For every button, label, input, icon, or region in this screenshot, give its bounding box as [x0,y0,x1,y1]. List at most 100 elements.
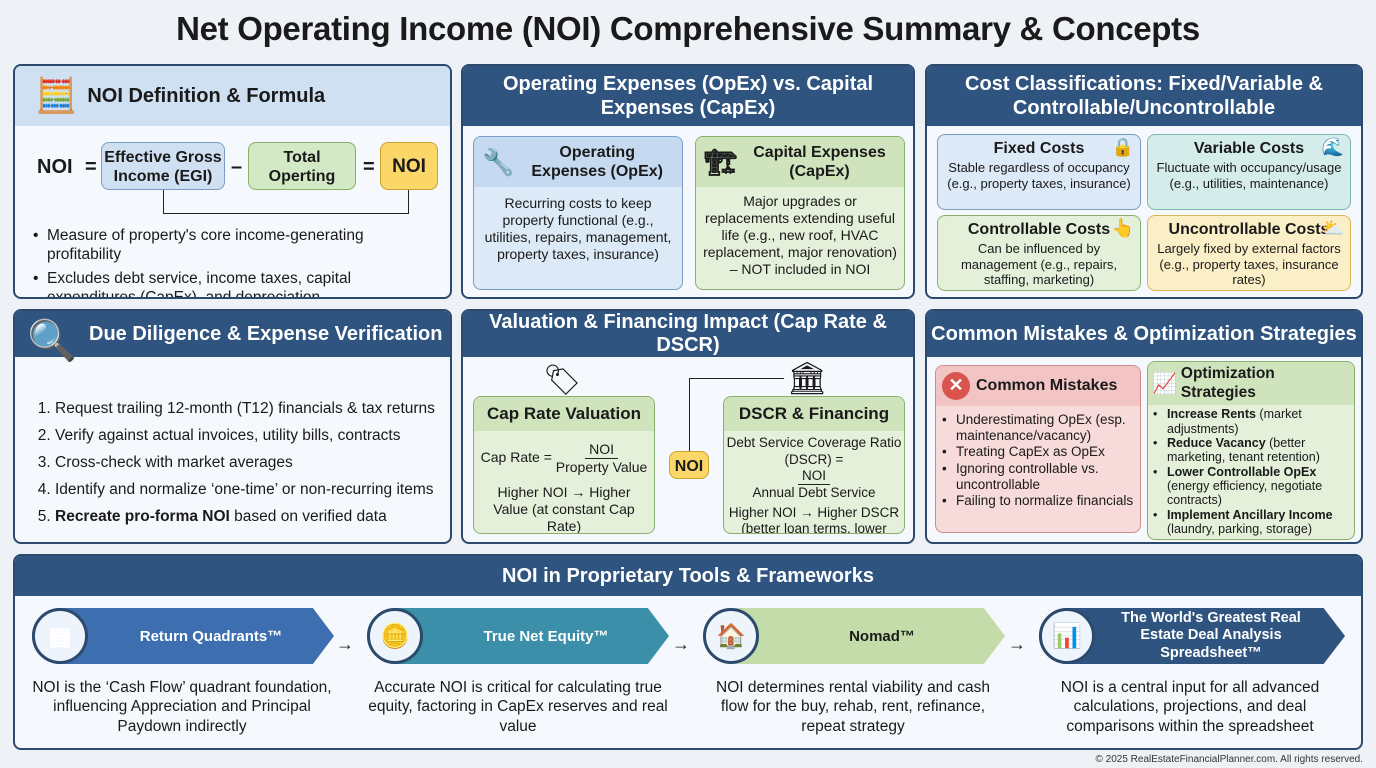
step: Verify against actual invoices, utility … [55,422,442,449]
denominator: Property Value [555,459,648,476]
strategy-text: (laundry, parking, storage) [1167,522,1312,537]
numerator: NOI [585,441,618,460]
mistake-item: Failing to normalize financials [940,493,1136,509]
bullet: Excludes debt service, income taxes, cap… [31,269,440,297]
tool-description: NOI is a central input for all advanced … [1060,679,1320,735]
bank-icon: 🏛 [787,360,828,396]
cap-note: Higher NOI → Higher Value (at constant C… [493,483,635,534]
tool-name: Return Quadrants™ [139,627,283,645]
due-diligence-panel: Due Diligence & Expense Verification 🔍 R… [13,309,452,544]
step-bold: Recreate pro-forma NOI [55,508,230,525]
x-circle-icon: ✕ [942,372,970,400]
page-title: Net Operating Income (NOI) Comprehensive… [176,10,1200,47]
strategy-text: (better marketing, tenant retention) [1167,435,1320,465]
tool-return-quadrants: ▦ Return Quadrants™ [32,608,334,664]
weather-icon: ⛅ [1321,218,1344,238]
tool-deal-analysis-spreadsheet: 📊 The World's Greatest Real Estate Deal … [1039,608,1345,664]
card-text: Largely fixed by external factors (e.g.,… [1157,241,1341,288]
wave-icon: 🌊 [1321,137,1344,157]
opex-capex-panel: Operating Expenses (OpEx) vs. Capital Ex… [461,64,915,299]
footer-copyright: © 2025 RealEstateFinancialPlanner.com. A… [1095,754,1363,765]
variable-costs-card: Variable Costs Fluctuate with occupancy/… [1147,134,1351,210]
panel-title: Common Mistakes & Optimization Strategie… [927,311,1361,357]
formula-noi: NOI [37,156,73,178]
denominator: Annual Debt Service [752,484,876,500]
document-magnifier-icon: 🔍 [27,319,77,363]
strategy-item: Implement Ancillary Income (laundry, par… [1151,508,1351,537]
strategy-bold: Implement Ancillary Income [1167,507,1333,522]
definition-bullets: Measure of property's core income-genera… [31,226,440,297]
noi-definition-panel: 🧮 NOI Definition & Formula NOI = Effecti… [13,64,452,299]
mistakes-panel: Common Mistakes & Optimization Strategie… [925,309,1363,544]
panel-title: NOI Definition & Formula [87,84,326,107]
strategy-item: Reduce Vacancy (better marketing, tenant… [1151,436,1351,465]
strategy-item: Increase Rents (market adjustments) [1151,407,1351,436]
capex-text: Major upgrades or replacements extending… [703,193,897,277]
strategy-bold: Increase Rents [1167,407,1256,422]
tool-name: The World's Greatest Real Estate Deal An… [1121,609,1301,661]
bullet: Measure of property's core income-genera… [31,226,440,265]
step: Request trailing 12-month (T12) financia… [55,395,442,422]
panel-header: 🧮 NOI Definition & Formula [15,66,450,126]
card-title: Cap Rate Valuation [474,397,654,432]
opex-box: Total Operting Expenses [248,142,356,190]
card-text: Fluctuate with occupancy/usage (e.g., ut… [1156,160,1342,191]
step: Recreate pro-forma NOI based on verified… [55,503,442,530]
strategy-item: Lower Controllable OpEx (energy efficien… [1151,465,1351,508]
dscr-card: DSCR & Financing Debt Service Coverage R… [723,396,905,534]
arrow-to-dscr [689,378,784,451]
card-title: Common Mistakes [976,377,1118,395]
tool-true-net-equity: 🪙 True Net Equity™ [367,608,669,664]
tool-description: NOI is the ‘Cash Flow’ quadrant foundati… [32,679,332,735]
cost-classifications-panel: Cost Classifications: Fixed/Variable & C… [925,64,1363,299]
capex-title: Capital Expenses (CapEx) [753,144,886,181]
fixed-costs-card: Fixed Costs Stable regardless of occupan… [937,134,1141,210]
strategy-bold: Lower Controllable OpEx [1167,464,1317,479]
opex-text: Recurring costs to keep property functio… [484,195,672,262]
panel-title: Operating Expenses (OpEx) vs. Capital Ex… [463,66,913,126]
panel-title: Valuation & Financing Impact (Cap Rate &… [463,311,913,357]
strategy-text: (energy efficiency, negotiate contracts) [1167,479,1323,508]
tool-nomad: 🏠 Nomad™ [703,608,1005,664]
arrow-icon: → [1008,634,1026,654]
noi-center-box: NOI [669,451,709,479]
diligence-steps: Request trailing 12-month (T12) financia… [29,395,442,530]
capex-card: 🏗 Capital Expenses (CapEx) Major upgrades… [695,136,905,290]
step: Cross-check with market averages [55,449,442,476]
numerator: NOI [797,468,830,485]
house-footprints-icon: 🏠 [703,608,759,664]
equals-sign: = [85,156,97,178]
card-title: Uncontrollable Costs [1168,221,1330,238]
strategy-text: (market adjustments) [1167,407,1302,436]
card-title: Fixed Costs [993,140,1085,157]
arrow-icon: → [672,634,690,654]
egi-box: Effective Gross Income (EGI) [101,142,225,190]
uncontrollable-costs-card: Uncontrollable Costs Largely fixed by ex… [1147,215,1351,291]
connector-arrow [163,190,409,214]
mistake-item: Treating CapEx as OpEx [940,444,1136,460]
step-rest: based on verified data [229,508,387,525]
wrench-screwdriver-icon: 🔧 [482,146,515,177]
lock-icon: 🔒 [1111,137,1134,157]
panel-title: NOI in Proprietary Tools & Frameworks [15,556,1361,596]
arrow-icon: → [336,634,354,654]
mistake-item: Underestimating OpEx (esp. maintenance/v… [940,412,1136,444]
dscr-note: Higher NOI → Higher DSCR (better loan te… [728,505,900,534]
step: Identify and normalize ‘one-time’ or non… [55,476,442,503]
card-title: DSCR & Financing [724,397,904,432]
spreadsheet-icon: 📊 [1039,608,1095,664]
mistake-item: Ignoring controllable vs. uncontrollable [940,461,1136,493]
building-crane-icon: 🏗 [704,146,738,177]
quadrants-icon: ▦ [32,608,88,664]
card-title: Controllable Costs [967,221,1111,238]
card-text: Stable regardless of occupancy (e.g., pr… [947,160,1131,191]
tool-name: Nomad™ [849,627,915,645]
common-mistakes-card: ✕ Common Mistakes Underestimating OpEx (e… [935,365,1141,533]
coins-shield-icon: 🪙 [367,608,423,664]
opex-title: Operating Expenses (OpEx) [531,144,663,181]
panel-title: Cost Classifications: Fixed/Variable & C… [927,66,1361,126]
valuation-panel: Valuation & Financing Impact (Cap Rate &… [461,309,915,544]
opex-card: 🔧 Operating Expenses (OpEx) Recurring cos… [473,136,683,290]
